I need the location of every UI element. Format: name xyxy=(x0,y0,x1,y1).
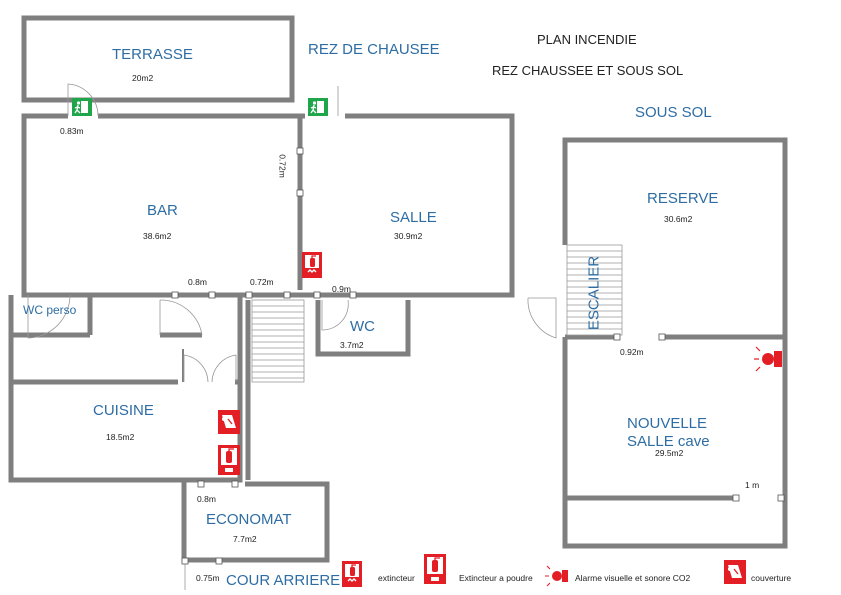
level-ground-label: REZ DE CHAUSEE xyxy=(308,41,440,58)
area-reserve: 30.6m2 xyxy=(664,214,693,224)
plan-subtitle: REZ CHAUSSEE ET SOUS SOL xyxy=(492,63,684,78)
room-nouvelle-salle-line2: SALLE cave xyxy=(627,433,710,450)
stairs-ground xyxy=(251,299,305,383)
fire-blanket-icon xyxy=(217,409,241,435)
dim-reserve-door: 0.92m xyxy=(620,347,644,357)
exit-sign-icon xyxy=(71,97,93,117)
wc-wall xyxy=(315,300,411,357)
room-escalier: ESCALIER xyxy=(585,255,603,331)
dim-terrasse-door: 0.83m xyxy=(60,126,84,136)
room-wc-perso: WC perso xyxy=(23,303,77,317)
area-terrasse: 20m2 xyxy=(132,73,154,83)
area-economat: 7.7m2 xyxy=(233,534,257,544)
room-nouvelle-salle-line1: NOUVELLE xyxy=(627,415,708,432)
alarm-icon xyxy=(754,346,782,372)
legend-alarm-icon xyxy=(545,565,568,587)
room-reserve: RESERVE xyxy=(647,190,719,207)
dim-wc-door: 0.9m xyxy=(332,284,351,294)
area-cuisine: 18.5m2 xyxy=(106,432,135,442)
dim-economat-door: 0.8m xyxy=(197,494,216,504)
extinguisher-icon xyxy=(301,251,323,279)
area-nouvelle-salle: 29.5m2 xyxy=(655,448,684,458)
dim-bar-salle-door: 0.72m xyxy=(250,277,274,287)
room-cour-arriere: COUR ARRIERE xyxy=(226,572,341,589)
room-bar: BAR xyxy=(147,202,178,219)
dim-cour-door: 0.75m xyxy=(196,573,220,583)
legend-powder-extinguisher-icon xyxy=(423,553,447,585)
cuisine-wall xyxy=(8,295,243,483)
dim-bar-door: 0.8m xyxy=(188,277,207,287)
bar-salle-outer-wall xyxy=(21,113,515,298)
room-wc: WC xyxy=(350,318,375,335)
area-wc: 3.7m2 xyxy=(340,340,364,350)
walls xyxy=(8,15,788,563)
dim-cave-door: 1 m xyxy=(745,480,760,490)
powder-extinguisher-icon xyxy=(217,444,241,476)
legend-powder-extinguisher-label: Extincteur a poudre xyxy=(459,573,533,583)
reserve-wall xyxy=(562,137,788,549)
area-bar: 38.6m2 xyxy=(143,231,172,241)
area-salle: 30.9m2 xyxy=(394,231,423,241)
level-basement-label: SOUS SOL xyxy=(635,104,712,121)
doors xyxy=(27,83,557,590)
legend-blanket-icon xyxy=(723,559,747,585)
dim-salle-door: 0.72m xyxy=(277,154,288,178)
legend-blanket-label: couverture xyxy=(751,573,792,583)
room-cuisine: CUISINE xyxy=(93,402,154,419)
plan-title: PLAN INCENDIE xyxy=(537,32,637,47)
stairs-basement xyxy=(566,244,623,336)
legend-extinguisher-label: extincteur xyxy=(378,573,415,583)
legend-alarm-label: Alarme visuelle et sonore CO2 xyxy=(575,573,691,583)
room-salle: SALLE xyxy=(390,209,437,226)
room-economat: ECONOMAT xyxy=(206,511,292,528)
room-terrasse: TERRASSE xyxy=(112,46,193,63)
terrasse-wall xyxy=(21,15,295,103)
exit-sign-icon xyxy=(307,97,329,117)
legend-extinguisher-icon xyxy=(341,560,363,588)
